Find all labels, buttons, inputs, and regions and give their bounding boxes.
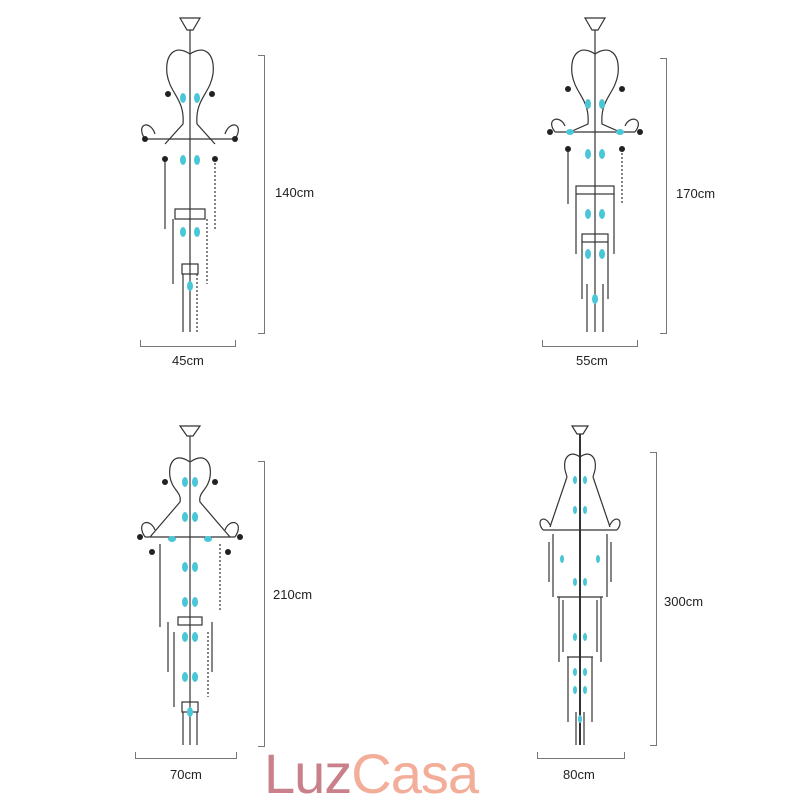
width-bracket — [140, 340, 236, 347]
height-bracket — [660, 58, 667, 334]
width-bracket — [135, 752, 237, 759]
width-bracket — [537, 752, 625, 759]
height-label: 170cm — [676, 186, 716, 201]
width-label: 70cm — [170, 767, 202, 782]
brand-logo-part2: Casa — [351, 742, 479, 805]
height-label: 210cm — [273, 587, 313, 602]
height-bracket — [258, 55, 265, 334]
width-bracket — [542, 340, 638, 347]
chandelier-drawing-2 — [547, 17, 643, 332]
chandelier-drawing-1 — [141, 17, 239, 332]
height-bracket — [258, 461, 265, 747]
width-label: 45cm — [172, 353, 204, 368]
width-label: 55cm — [576, 353, 608, 368]
height-label: 140cm — [275, 185, 315, 200]
brand-logo: LuzCasa — [264, 746, 479, 802]
height-bracket — [650, 452, 657, 746]
width-label: 80cm — [563, 767, 595, 782]
chandelier-drawing-3 — [137, 425, 243, 745]
chandelier-drawing-4 — [539, 425, 621, 745]
height-label: 300cm — [664, 594, 704, 609]
brand-logo-part1: Luz — [264, 742, 352, 805]
